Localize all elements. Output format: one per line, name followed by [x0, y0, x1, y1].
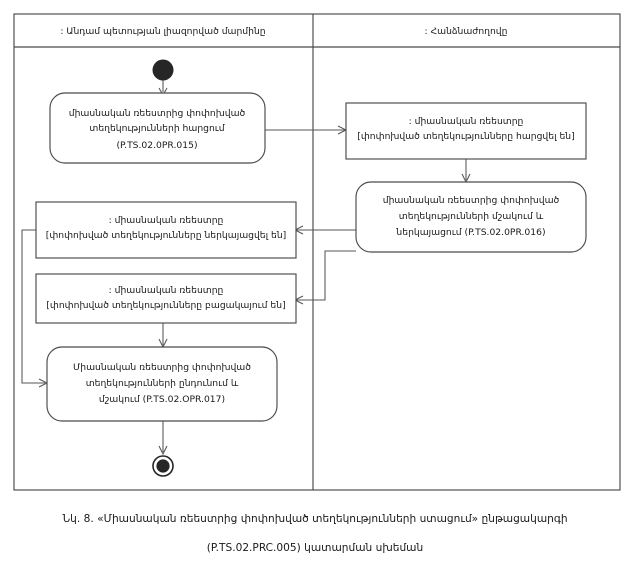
- connector-layer: [21, 80, 471, 456]
- activity-node-receive-line3: մշակում (P.TS.02.OPR.017): [99, 394, 225, 405]
- activity-node-receive-line1: Միասնական ռեեստրից փոփոխված: [73, 362, 251, 373]
- object-node-presented-shape[interactable]: [35, 201, 297, 259]
- final-node-dot: [156, 459, 170, 473]
- swimlane-frame: [13, 13, 621, 491]
- object-node-presented-line1: : միասնական ռեեստրը: [109, 215, 224, 226]
- object-node-requested-shape[interactable]: [345, 102, 587, 160]
- activity-node-process-line2: տեղեկությունների մշակում և: [399, 211, 544, 222]
- activity-node-process-line3: ներկայացում (P.TS.02.0PR.016): [395, 227, 545, 238]
- connector-object-presented-to-receive: [21, 229, 45, 384]
- object-node-absent-line1: : միասնական ռեեստրը: [109, 285, 224, 296]
- figure-caption-line1: Նկ. 8. «Միասնական ռեեստրից փոփոխված տեղե…: [62, 513, 567, 525]
- lane-title-right: : Հանձնաժողովը: [425, 26, 508, 37]
- object-node-absent-shape[interactable]: [35, 273, 297, 324]
- lane-title-left: : Անդամ պետության լիազորված մարմինը: [60, 26, 265, 37]
- object-node-requested-line1: : միասնական ռեեստրը: [409, 116, 524, 127]
- activity-node-process-line1: միասնական ռեեստրից փոփոխված: [383, 195, 560, 206]
- figure-caption-line2: (P.TS.02.PRC.005) կատարման սխեման: [207, 542, 423, 554]
- activity-node-process[interactable]: միասնական ռեեստրից փոփոխված տեղեկություն…: [355, 181, 587, 253]
- object-node-requested[interactable]: : միասնական ռեեստրը [փոփոխված տեղեկությո…: [345, 102, 587, 160]
- activity-node-receive-shape[interactable]: [46, 346, 278, 422]
- object-node-presented[interactable]: : միասնական ռեեստրը [փոփոխված տեղեկությո…: [35, 201, 297, 259]
- diagram-outer-frame: [13, 13, 621, 491]
- initial-node: [152, 59, 174, 81]
- object-node-requested-line2: [փոփոխված տեղեկությունները հարցվել են]: [357, 131, 574, 142]
- activity-node-request-line1: միասնական ռեեստրից փոփոխված: [69, 108, 246, 119]
- activity-node-request[interactable]: միասնական ռեեստրից փոփոխված տեղեկություն…: [49, 92, 266, 164]
- object-node-absent-line2: [փոփոխված տեղեկությունները բացակայում են…: [46, 300, 285, 311]
- final-node-ring: [152, 455, 174, 477]
- object-node-presented-line2: [փոփոխված տեղեկությունները ներկայացվել ե…: [46, 230, 287, 241]
- activity-node-request-line2: տեղեկությունների հարցում: [89, 123, 224, 134]
- connector-process-to-object-absent: [296, 250, 356, 301]
- initial-node-dot: [152, 59, 174, 81]
- activity-node-request-shape[interactable]: [49, 92, 266, 164]
- activity-node-receive-line2: տեղեկությունների ընդունում և: [86, 378, 239, 389]
- activity-node-receive[interactable]: Միասնական ռեեստրից փոփոխված տեղեկություն…: [46, 346, 278, 422]
- final-node: [152, 455, 174, 477]
- arrowhead-receive-to-end: [158, 445, 168, 456]
- activity-node-process-shape[interactable]: [355, 181, 587, 253]
- activity-node-request-line3: (P.TS.02.0PR.015): [116, 140, 197, 151]
- object-node-absent[interactable]: : միասնական ռեեստրը [փոփոխված տեղեկությո…: [35, 273, 297, 324]
